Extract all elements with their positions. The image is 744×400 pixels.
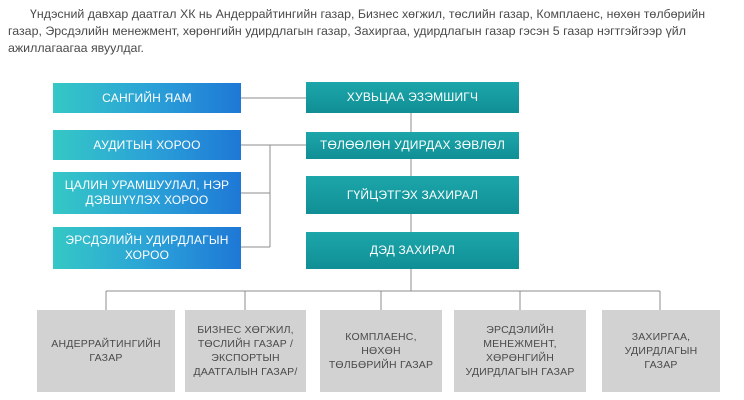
intro-paragraph: Үндэсний давхар даатгал ХК нь Андеррайти… xyxy=(8,7,706,55)
deputy-director-box: ДЭД ЗАХИРАЛ xyxy=(306,232,519,269)
risk-committee-box: ЭРСДЭЛИЙН УДИРДЛАГЫН ХОРОО xyxy=(53,227,241,269)
department-box-risk-management: ЭРСДЭЛИЙН МЕНЕЖМЕНТ, ХӨРӨНГИЙН УДИРДЛАГЫ… xyxy=(454,310,586,392)
department-box-underwriting: АНДЕРРАЙТИНГИЙН ГАЗАР xyxy=(37,310,175,392)
department-box-administration: ЗАХИРГАА, УДИРДЛАГЫН ГАЗАР xyxy=(602,310,720,392)
board-box: ТӨЛӨӨЛӨН УДИРДАХ ЗӨВЛӨЛ xyxy=(306,132,519,159)
department-box-compliance: КОМПЛАЕНС, НӨХӨН ТӨЛБӨРИЙН ГАЗАР xyxy=(320,310,442,392)
shareholder-box: ХУВЬЦАА ЭЗЭМШИГЧ xyxy=(306,82,519,113)
salary-committee-box: ЦАЛИН УРАМШУУЛАЛ, НЭР ДЭВШҮҮЛЭХ ХОРОО xyxy=(53,172,241,214)
audit-committee-box: АУДИТЫН ХОРОО xyxy=(53,130,241,160)
ceo-box: ГҮЙЦЭТГЭХ ЗАХИРАЛ xyxy=(306,176,519,214)
department-box-business-development: БИЗНЕС ХӨГЖИЛ, ТӨСЛИЙН ГАЗАР /ЭКСПОРТЫН … xyxy=(185,310,306,392)
ministry-box: САНГИЙН ЯАМ xyxy=(53,83,241,113)
